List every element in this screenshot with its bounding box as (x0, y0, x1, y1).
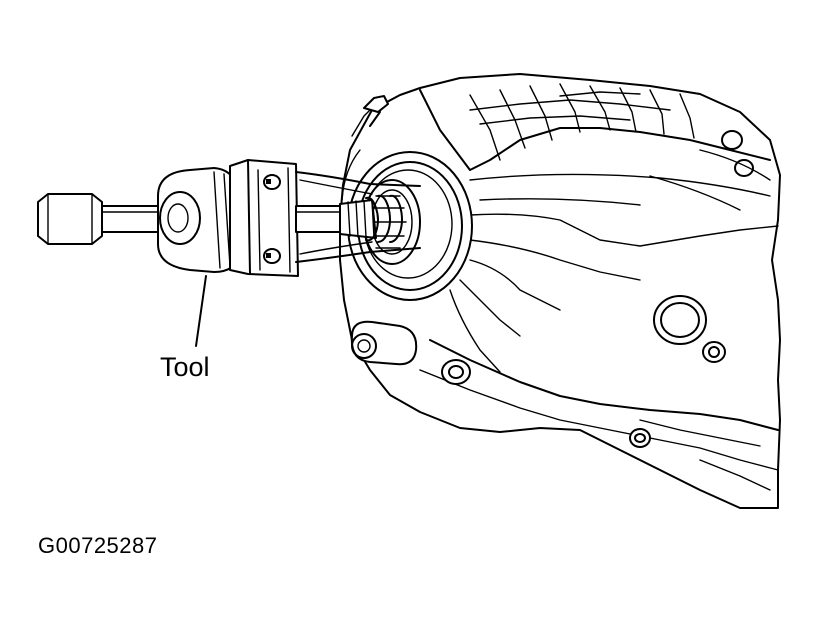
special-tool (37, 159, 421, 277)
figure-id: G00725287 (38, 533, 158, 558)
tool-callout-label: Tool (160, 352, 210, 382)
transmission-housing (339, 73, 781, 509)
callout-leader-line (195, 275, 207, 347)
